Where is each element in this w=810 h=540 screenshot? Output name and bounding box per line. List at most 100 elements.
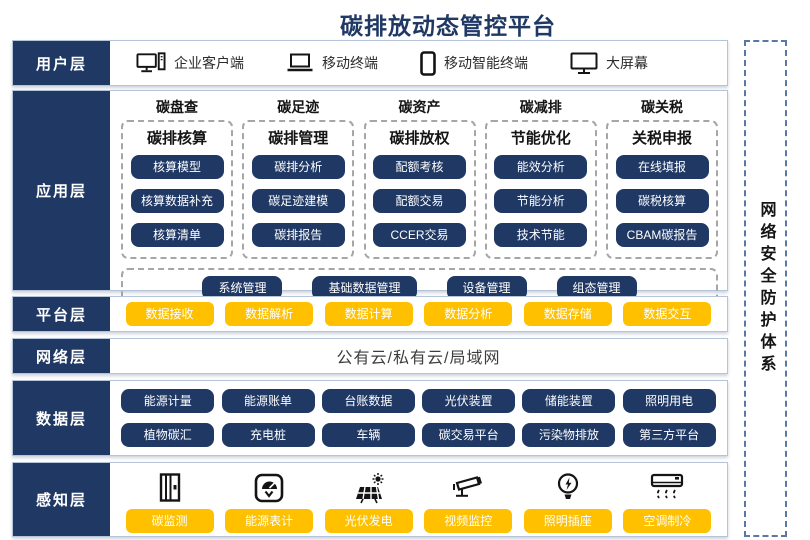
app-column-carbon-tariff: 碳关税 关税申报 在线填报 碳税核算 CBAM碳报告 <box>606 94 718 259</box>
app-group-box: 碳排放权 配额考核 配额交易 CCER交易 <box>363 120 476 259</box>
app-item-button: 技术节能 <box>494 223 588 247</box>
smartphone-icon <box>420 50 436 76</box>
user-layer-items: 企业客户端 移动终端 <box>110 41 727 85</box>
data-item-button: 充电桩 <box>221 423 315 447</box>
data-item-button: 第三方平台 <box>622 423 716 447</box>
data-item-button: 植物碳汇 <box>121 423 215 447</box>
app-column-header: 碳资产 <box>398 99 441 115</box>
app-column-header: 碳盘查 <box>156 99 198 115</box>
user-layer-label: 用户层 <box>13 41 110 85</box>
sense-item-button: 照明插座 <box>523 509 612 533</box>
sense-item-video-surveillance: 视频监控 <box>424 468 513 533</box>
energy-meter-icon <box>253 468 285 504</box>
data-item-button: 光伏装置 <box>422 389 516 413</box>
data-item-button: 污染物排放 <box>522 423 616 447</box>
app-group-title: 节能优化 <box>510 130 571 147</box>
light-socket-icon <box>555 468 581 504</box>
data-layer-items-row2: 植物碳汇 充电桩 车辆 碳交易平台 污染物排放 第三方平台 <box>110 423 727 447</box>
perception-layer-label: 感知层 <box>13 463 110 536</box>
app-item-button: 核算数据补充 <box>130 189 224 213</box>
sense-item-button: 碳监测 <box>125 509 214 533</box>
app-item-button: 碳排分析 <box>251 155 345 179</box>
app-group-box: 碳排管理 碳排分析 碳足迹建模 碳排报告 <box>242 120 355 259</box>
app-group-title: 碳排放权 <box>389 130 450 147</box>
data-item-button: 储能装置 <box>522 389 616 413</box>
app-layer-columns: 碳盘查 碳排核算 核算模型 核算数据补充 核算清单 碳足迹 碳排管理 碳排分析 … <box>110 91 727 259</box>
app-column-header: 碳足迹 <box>277 99 320 115</box>
app-layer-row: 应用层 碳盘查 碳排核算 核算模型 核算数据补充 核算清单 碳足迹 碳排管理 <box>12 90 728 308</box>
user-item-label: 移动终端 <box>322 55 378 71</box>
user-item-mobile-terminal: 移动终端 <box>286 53 378 73</box>
app-item-button: 碳税核算 <box>615 189 709 213</box>
user-item-label: 企业客户端 <box>174 55 244 71</box>
platform-layer-label: 平台层 <box>13 297 110 331</box>
app-item-button: 配额考核 <box>373 155 466 179</box>
data-layer-label: 数据层 <box>13 381 110 455</box>
sense-item-button: 光伏发电 <box>324 509 413 533</box>
network-layer-row: 网络层 公有云/私有云/局域网 <box>12 338 728 374</box>
carbon-monitor-icon <box>156 468 184 504</box>
perception-layer-row: 感知层 碳监测 <box>12 462 728 537</box>
data-item-button: 照明用电 <box>622 389 716 413</box>
app-column-header: 碳关税 <box>641 99 683 115</box>
app-item-button: CCER交易 <box>373 223 466 247</box>
app-item-button: 节能分析 <box>494 189 588 213</box>
app-group-box: 节能优化 能效分析 节能分析 技术节能 <box>484 120 597 259</box>
user-item-label: 移动智能终端 <box>444 55 528 71</box>
app-item-button: 核算清单 <box>130 223 224 247</box>
app-column-carbon-asset: 碳资产 碳排放权 配额考核 配额交易 CCER交易 <box>363 94 476 259</box>
perception-layer-items: 碳监测 能源表计 <box>110 463 727 536</box>
data-item-button: 能源账单 <box>221 389 315 413</box>
app-item-button: CBAM碳报告 <box>615 223 709 247</box>
network-layer-text: 公有云/私有云/局域网 <box>336 350 501 367</box>
laptop-icon <box>286 53 314 73</box>
desktop-pc-icon <box>136 52 166 74</box>
platform-layer-items: 数据接收 数据解析 数据计算 数据分析 数据存储 数据交互 <box>110 297 727 331</box>
app-group-box: 关税申报 在线填报 碳税核算 CBAM碳报告 <box>606 120 718 259</box>
sense-item-button: 空调制冷 <box>623 509 712 533</box>
app-layer-label: 应用层 <box>13 91 110 290</box>
user-layer-row: 用户层 企业客户端 <box>12 40 728 86</box>
app-group-title: 碳排核算 <box>146 130 207 147</box>
page-title: 碳排放动态管控平台 <box>340 13 556 39</box>
user-item-label: 大屏幕 <box>606 55 648 71</box>
app-column-carbon-reduction: 碳减排 节能优化 能效分析 节能分析 技术节能 <box>484 94 597 259</box>
data-layer-row: 数据层 能源计量 能源账单 台账数据 光伏装置 储能装置 照明用电 植物碳汇 充… <box>12 380 728 456</box>
sense-item-solar-pv: 光伏发电 <box>324 468 413 533</box>
platform-item-button: 数据接收 <box>125 302 214 326</box>
app-column-header: 碳减排 <box>519 99 562 115</box>
data-item-button: 台账数据 <box>321 389 415 413</box>
platform-item-button: 数据解析 <box>225 302 314 326</box>
data-item-button: 碳交易平台 <box>422 423 516 447</box>
data-layer-items-row1: 能源计量 能源账单 台账数据 光伏装置 储能装置 照明用电 <box>110 389 727 413</box>
data-item-button: 车辆 <box>321 423 415 447</box>
app-item-button: 在线填报 <box>615 155 709 179</box>
sense-item-lighting-socket: 照明插座 <box>523 468 612 533</box>
app-item-button: 核算模型 <box>130 155 224 179</box>
platform-item-button: 数据计算 <box>324 302 413 326</box>
sense-item-button: 视频监控 <box>424 509 513 533</box>
solar-panel-icon <box>351 468 387 504</box>
platform-layer-row: 平台层 数据接收 数据解析 数据计算 数据分析 数据存储 数据交互 <box>12 296 728 332</box>
app-column-carbon-inventory: 碳盘查 碳排核算 核算模型 核算数据补充 核算清单 <box>121 94 233 259</box>
security-system-box: 网络安全防护体系 <box>744 40 787 537</box>
user-item-big-screen: 大屏幕 <box>570 52 648 75</box>
security-system-label: 网络安全防护体系 <box>757 200 775 377</box>
app-group-title: 关税申报 <box>631 130 692 147</box>
app-item-button: 碳排报告 <box>251 223 345 247</box>
sense-item-energy-meter: 能源表计 <box>225 468 314 533</box>
monitor-icon <box>570 52 598 75</box>
app-column-carbon-footprint: 碳足迹 碳排管理 碳排分析 碳足迹建模 碳排报告 <box>242 94 355 259</box>
app-item-button: 配额交易 <box>373 189 466 213</box>
user-item-smart-terminal: 移动智能终端 <box>420 50 528 76</box>
sense-item-carbon-monitoring: 碳监测 <box>125 468 214 533</box>
sense-item-air-conditioning: 空调制冷 <box>623 468 712 533</box>
app-item-button: 碳足迹建模 <box>251 189 345 213</box>
app-group-title: 碳排管理 <box>268 130 329 147</box>
data-item-button: 能源计量 <box>121 389 215 413</box>
platform-item-button: 数据交互 <box>623 302 712 326</box>
network-layer-label: 网络层 <box>13 339 110 373</box>
air-conditioner-icon <box>649 468 685 504</box>
platform-item-button: 数据分析 <box>424 302 513 326</box>
